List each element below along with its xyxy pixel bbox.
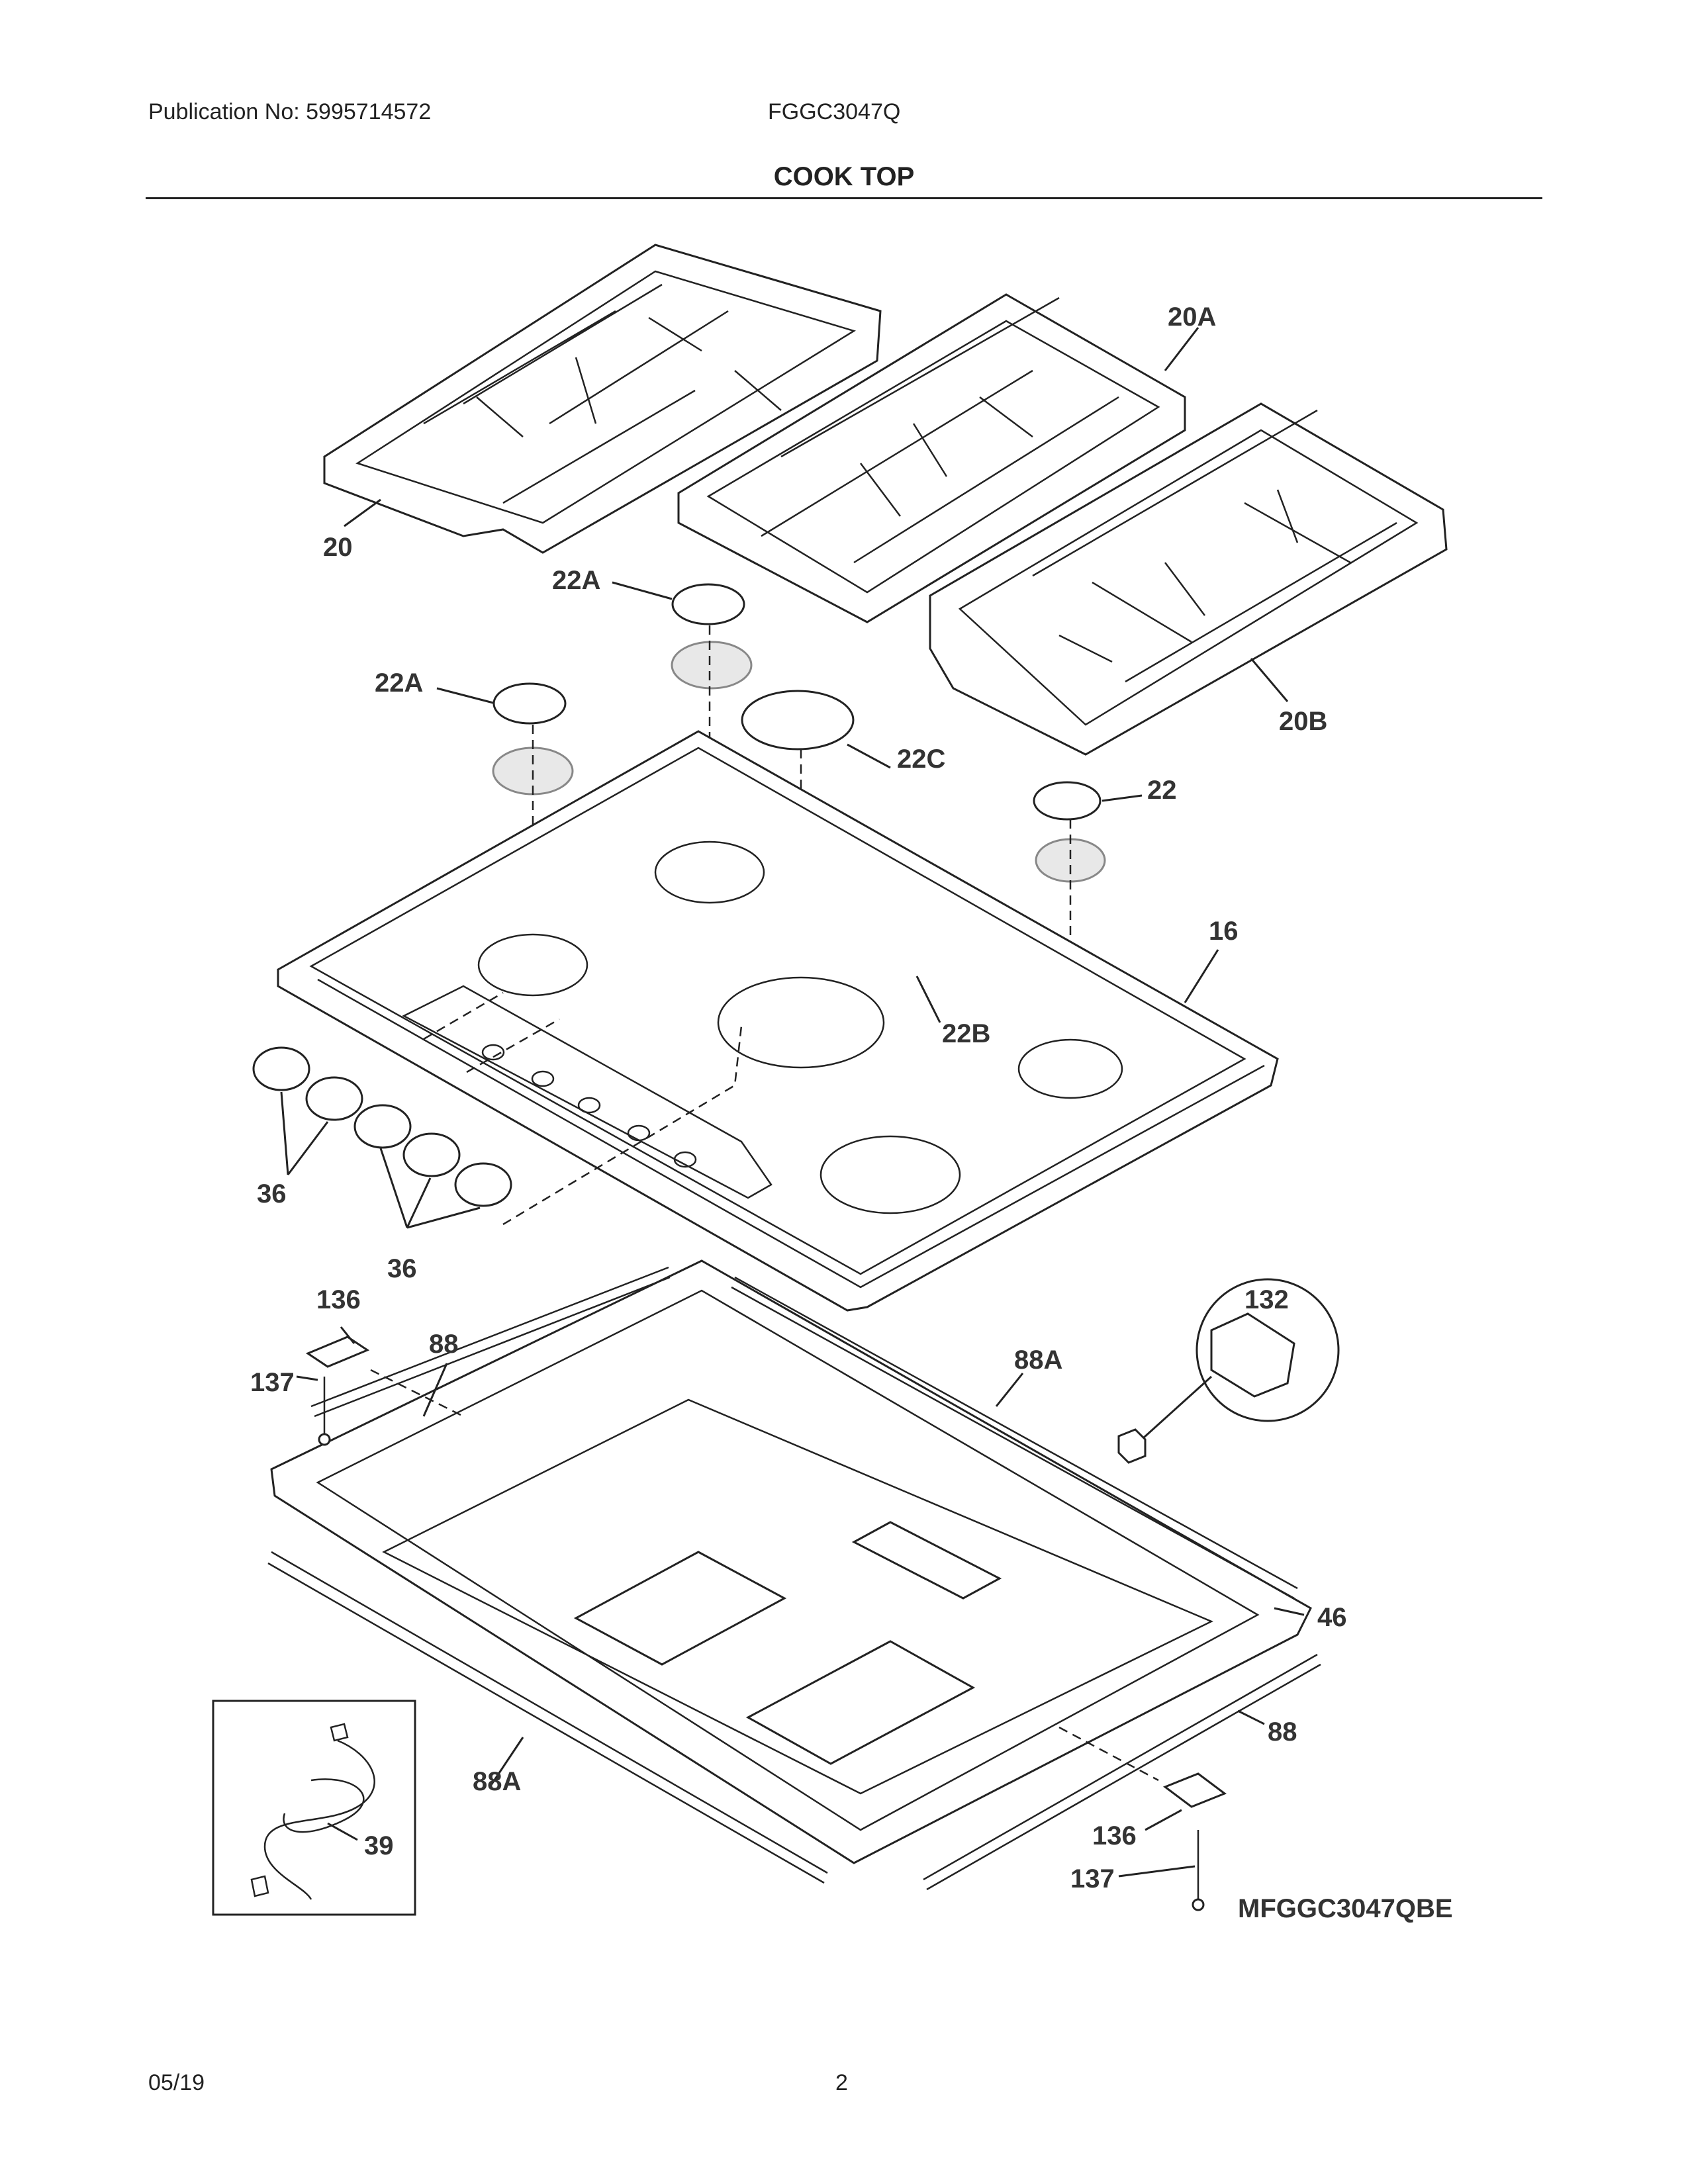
label-22C: 22C	[897, 745, 945, 774]
label-22: 22	[1147, 776, 1177, 805]
bracket-screw-left	[305, 1336, 464, 1446]
label-22A-top: 22A	[552, 566, 600, 595]
model-number: FGGC3047Q	[768, 99, 901, 124]
label-136-left: 136	[316, 1285, 361, 1314]
label-136-right: 136	[1092, 1821, 1137, 1850]
label-137-right: 137	[1070, 1864, 1115, 1893]
label-88A-left: 88A	[473, 1767, 521, 1796]
label-88-left: 88	[429, 1330, 459, 1359]
label-88A-right: 88A	[1014, 1345, 1062, 1375]
label-16: 16	[1209, 917, 1239, 946]
label-36-left: 36	[257, 1179, 287, 1208]
gaskets	[267, 1266, 1321, 1891]
burner-base-right	[1035, 838, 1106, 883]
burner-base-top	[671, 641, 753, 690]
leader-lines	[280, 327, 1305, 1878]
diagram-code: MFGGC3047QBE	[1238, 1894, 1453, 1923]
page-number: 2	[835, 2070, 848, 2095]
label-22A-left: 22A	[375, 668, 423, 698]
label-132: 132	[1244, 1285, 1289, 1314]
cooktop-16	[277, 730, 1279, 1312]
igniter-module-icon	[1210, 1312, 1295, 1398]
burner-cap-22A-top	[671, 583, 745, 625]
label-22B: 22B	[942, 1019, 990, 1048]
bracket-screw-right	[1058, 1726, 1227, 1911]
burner-box-46	[270, 1259, 1312, 1864]
header-rule	[146, 197, 1542, 199]
power-cord-inset	[212, 1700, 416, 1916]
label-20: 20	[323, 533, 353, 562]
publication-number: Publication No: 5995714572	[148, 99, 432, 124]
label-137-left: 137	[250, 1368, 295, 1397]
knobs-36	[252, 991, 743, 1226]
grate-right	[929, 402, 1448, 756]
label-88-right: 88	[1268, 1717, 1297, 1747]
burner-cap-22	[1033, 781, 1102, 821]
label-39: 39	[364, 1831, 394, 1860]
page-title: COOK TOP	[773, 162, 915, 191]
power-cord-icon	[250, 1723, 375, 1900]
burner-cap-22C	[741, 690, 855, 751]
igniter-switch-icon	[1117, 1428, 1147, 1464]
grate-center	[677, 293, 1186, 623]
label-46: 46	[1317, 1603, 1347, 1632]
label-20A: 20A	[1168, 302, 1216, 332]
label-36-right: 36	[387, 1254, 417, 1283]
grate-left	[323, 244, 882, 554]
publication-date: 05/19	[148, 2070, 205, 2095]
burner-cap-22A-left	[492, 682, 567, 725]
label-20B: 20B	[1279, 707, 1327, 736]
